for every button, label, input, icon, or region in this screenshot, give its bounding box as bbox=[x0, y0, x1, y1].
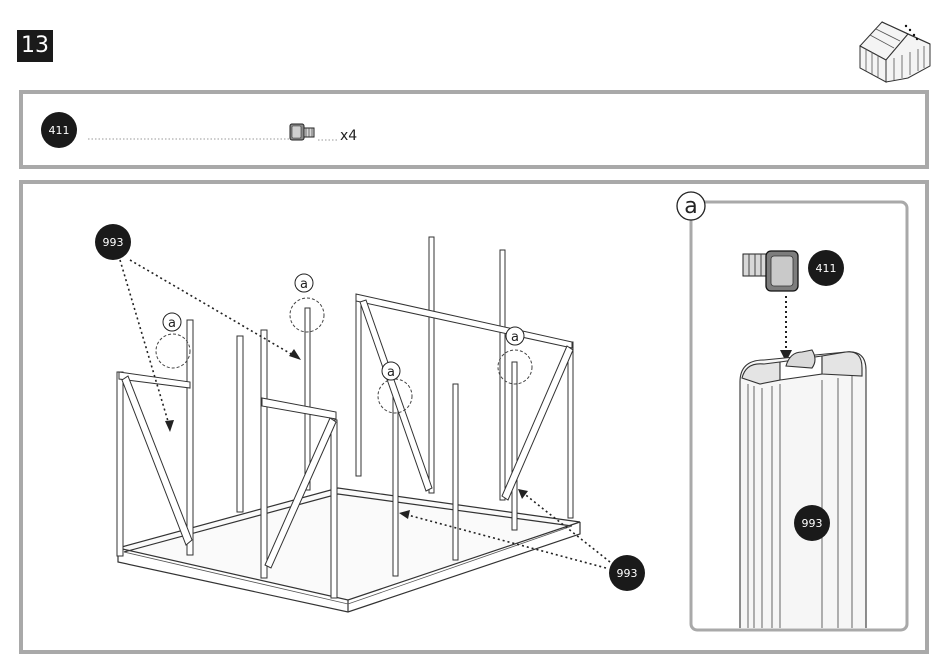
detail-screw-badge: 411 bbox=[808, 250, 844, 286]
frame-badge: 993 bbox=[95, 224, 131, 260]
callout-label: a bbox=[387, 365, 395, 380]
part-badge: 411 bbox=[41, 112, 77, 148]
detail-profile bbox=[740, 350, 866, 628]
screw-icon bbox=[290, 124, 314, 140]
callout-label: a bbox=[168, 316, 176, 331]
callout-a-group: a a a a bbox=[156, 274, 532, 413]
part-quantity: x4 bbox=[340, 128, 357, 144]
svg-text:411: 411 bbox=[816, 262, 837, 275]
part-number: 411 bbox=[49, 124, 70, 137]
svg-text:a: a bbox=[684, 194, 697, 219]
callout-label: a bbox=[511, 330, 519, 345]
frame-part-number: 993 bbox=[617, 567, 638, 580]
svg-text:993: 993 bbox=[802, 517, 823, 530]
detail-profile-badge: 993 bbox=[794, 505, 830, 541]
detail-label: a bbox=[677, 192, 705, 220]
frame-part-number: 993 bbox=[103, 236, 124, 249]
callout-label: a bbox=[300, 277, 308, 292]
frame-badge: 993 bbox=[609, 555, 645, 591]
